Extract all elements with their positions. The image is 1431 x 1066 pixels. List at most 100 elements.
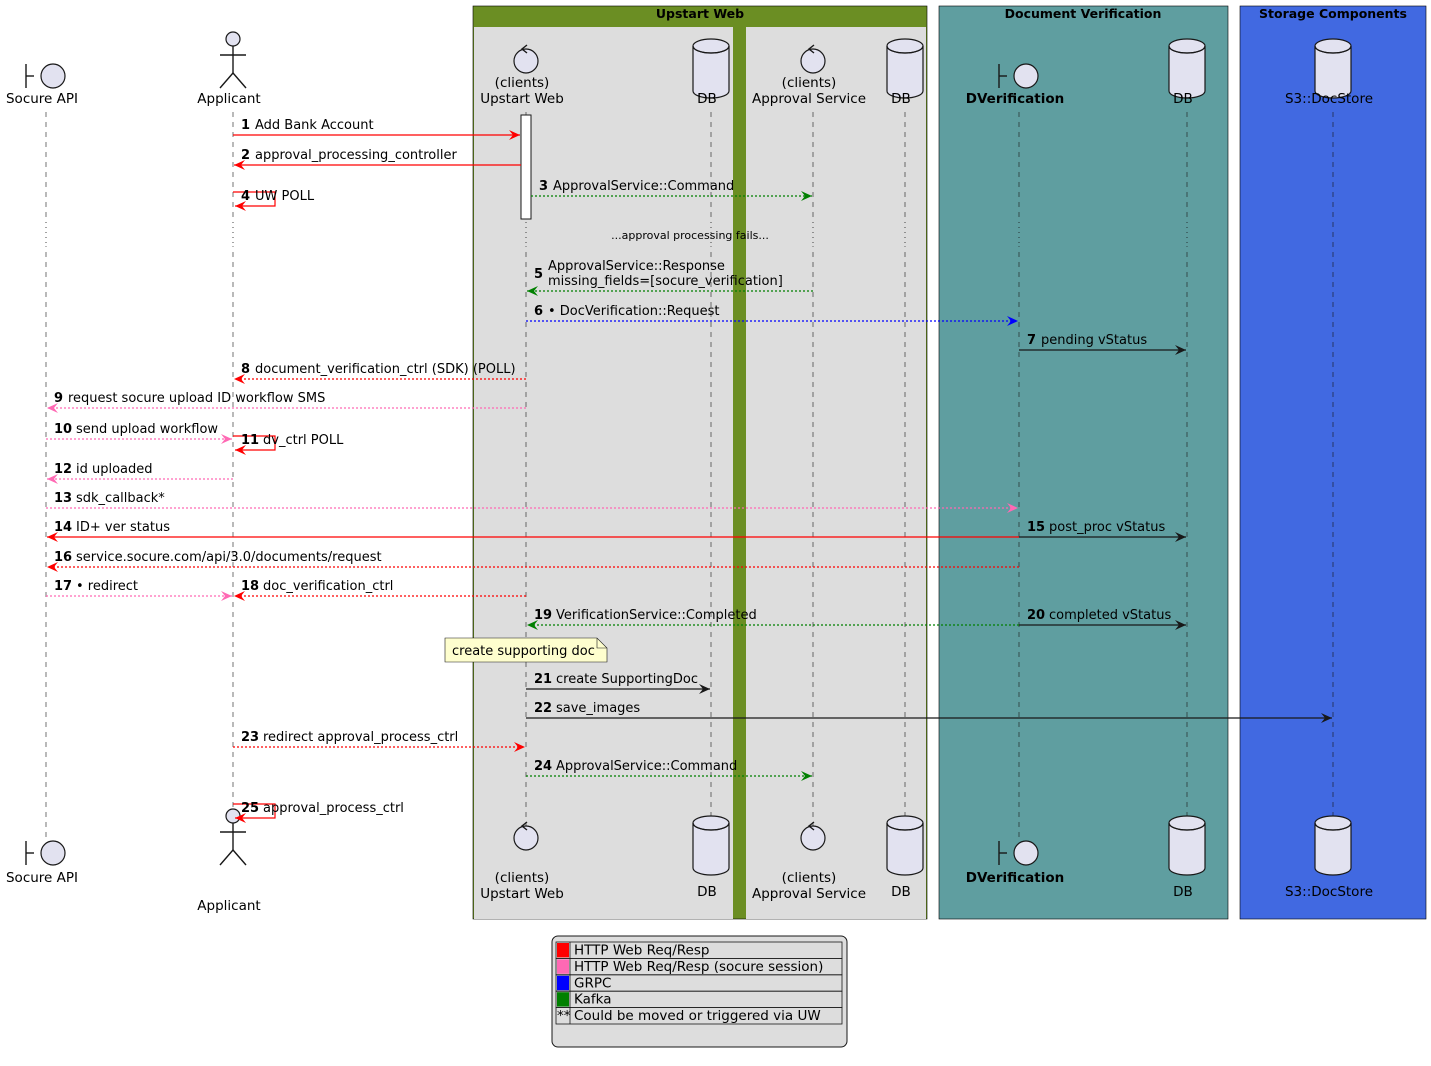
message-label: send upload workflow <box>76 422 218 437</box>
message-number: 7 <box>1027 333 1036 348</box>
message-number: 15 <box>1027 520 1045 535</box>
legend-swatch-socure <box>557 959 569 974</box>
divider-label: ...approval processing fails... <box>611 229 769 242</box>
message-label: doc_verification_ctrl <box>263 579 393 594</box>
message-number: 6 <box>534 304 543 319</box>
message-18: 18 doc_verification_ctrl <box>234 579 526 601</box>
participant-label: DB <box>891 884 911 900</box>
message-label: Add Bank Account <box>255 118 374 133</box>
participant-label: Upstart Web <box>480 91 564 107</box>
participant-label: DVerification <box>966 91 1064 107</box>
participant-uw-bottom: (clients)Upstart Web <box>480 821 564 902</box>
message-label: request socure upload ID workflow SMS <box>68 391 325 406</box>
message-number: 20 <box>1027 608 1045 623</box>
participant-db3-top: DB <box>1168 38 1206 107</box>
participant-label: S3::DocStore <box>1285 884 1373 900</box>
message-number: 8 <box>241 362 250 377</box>
legend-label: Could be moved or triggered via UW <box>574 1008 821 1024</box>
participant-label: Upstart Web <box>480 886 564 902</box>
participant-label: (clients) <box>782 870 837 886</box>
participant-label: (clients) <box>495 75 550 91</box>
actor-icon <box>219 31 247 89</box>
participant-db1-top: DB <box>692 38 730 107</box>
message-number: 4 <box>241 189 250 204</box>
boundary-icon <box>998 840 1039 866</box>
legend-row: Kafka <box>555 990 843 1009</box>
participant-approval-bottom: (clients)Approval Service <box>752 821 866 902</box>
legend-label: HTTP Web Req/Resp <box>574 943 709 959</box>
message-label: ID+ ver status <box>76 520 170 535</box>
message-label: ApprovalService::Command <box>556 759 737 774</box>
document-verification-box <box>938 5 1229 920</box>
lifeline-gap-approval <box>811 222 815 246</box>
message-arrow <box>233 803 276 823</box>
boundary-icon <box>998 63 1039 89</box>
lifeline-gap-db3 <box>1185 222 1189 246</box>
database-icon <box>1314 38 1352 99</box>
database-icon <box>1314 815 1352 876</box>
message-number: 16 <box>54 550 72 565</box>
message-arrow <box>233 435 276 455</box>
participant-dver-top: DVerification <box>966 63 1064 107</box>
message-number: 19 <box>534 608 552 623</box>
boundary-icon <box>25 63 66 89</box>
message-label: sdk_callback* <box>76 491 165 506</box>
message-20: 20 completed vStatus <box>1019 608 1186 630</box>
participant-label: Approval Service <box>752 91 866 107</box>
lifeline-gap-db2 <box>903 222 907 246</box>
message-label: service.socure.com/api/3.0/documents/req… <box>76 550 382 565</box>
message-label: dv_ctrl POLL <box>263 433 344 448</box>
participant-label: DB <box>1173 91 1193 107</box>
lifeline-gap-uw <box>524 222 528 246</box>
participant-label: (clients) <box>782 75 837 91</box>
message-label: missing_fields=[socure_verification] <box>548 274 783 289</box>
lifeline-gap-dver <box>1017 222 1021 246</box>
message-number: 5 <box>534 267 543 282</box>
legend-swatch-kafka <box>557 992 569 1007</box>
message-label: redirect approval_process_ctrl <box>263 730 458 745</box>
database-icon <box>692 38 730 99</box>
participant-s3-bottom: S3::DocStore <box>1285 815 1373 900</box>
database-icon <box>1168 38 1206 99</box>
participant-applicant-bottom: Applicant <box>197 808 261 914</box>
participant-label: S3::DocStore <box>1285 91 1373 107</box>
note-create-supporting-doc: create supporting doc <box>444 637 608 663</box>
control-icon <box>800 44 826 74</box>
legend-swatch-grpc <box>557 975 569 991</box>
message-label: • redirect <box>76 579 138 594</box>
participant-label: Socure API <box>6 91 78 107</box>
participant-socure-bottom: Socure API <box>6 840 78 886</box>
message-number: 12 <box>54 462 72 477</box>
legend-label: HTTP Web Req/Resp (socure session) <box>574 959 823 975</box>
participant-label: Applicant <box>197 91 260 107</box>
participant-applicant-top: Applicant <box>197 31 261 107</box>
boundary-icon <box>25 840 66 866</box>
message-6: 6• DocVerification::Request <box>526 304 1018 326</box>
participant-db2-bottom: DB <box>886 815 924 900</box>
message-label: create SupportingDoc <box>556 672 698 687</box>
message-number: 18 <box>241 579 259 594</box>
legend-row: HTTP Web Req/Resp <box>555 941 843 959</box>
message-label: completed vStatus <box>1049 608 1171 623</box>
lifeline-gap-socure <box>44 222 48 246</box>
message-number: 2 <box>241 148 250 163</box>
message-17: 17• redirect <box>46 579 232 601</box>
database-icon <box>1168 815 1206 876</box>
participant-label: Approval Service <box>752 886 866 902</box>
